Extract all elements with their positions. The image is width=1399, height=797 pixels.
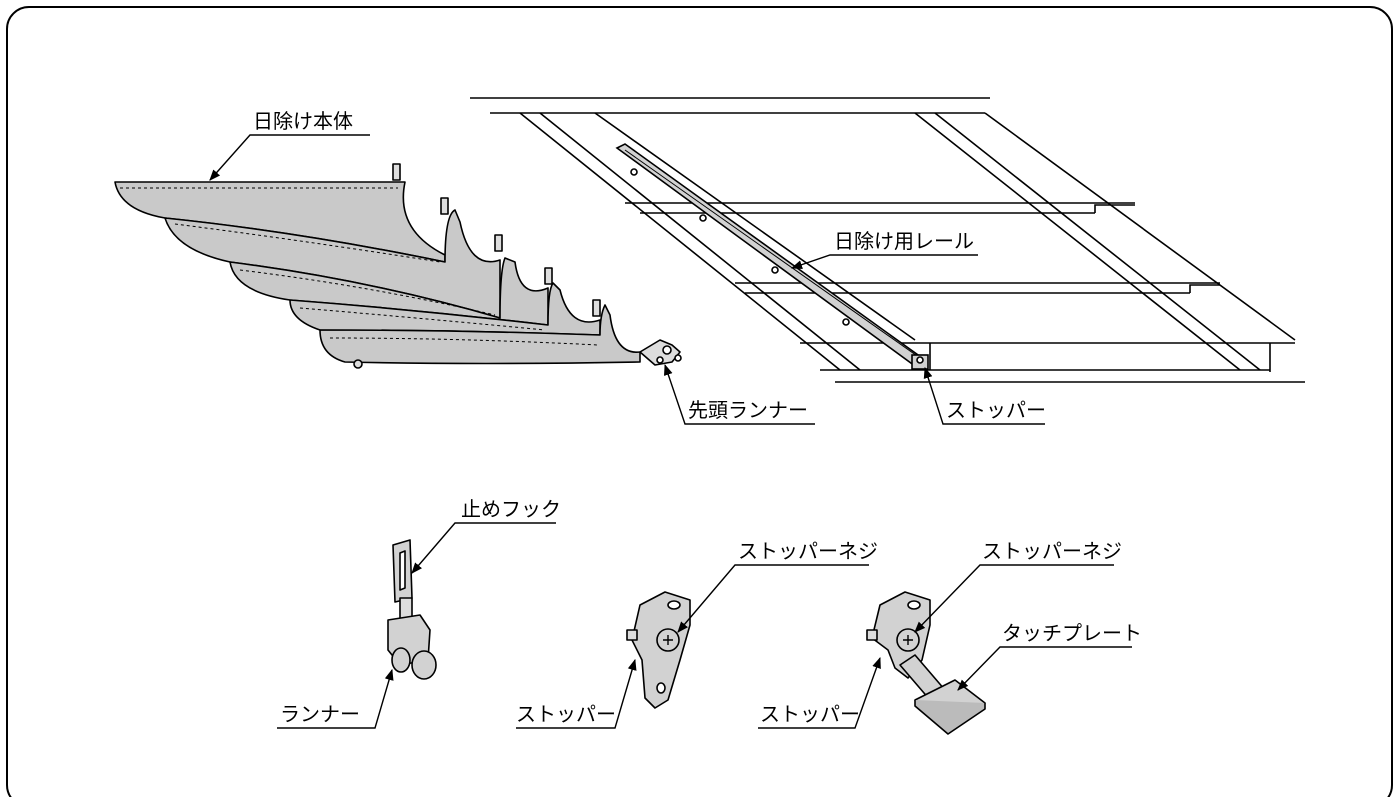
label-touch-plate: タッチプレート (1002, 621, 1142, 645)
diagram-border (6, 6, 1393, 797)
label-awning-body: 日除け本体 (253, 109, 353, 133)
label-stopper-screw-2: ストッパーネジ (982, 539, 1122, 563)
label-awning-rail: 日除け用レール (834, 229, 974, 253)
stopper-touchplate-illustration (866, 591, 986, 735)
stopper-screw-illustration (626, 591, 691, 709)
label-stopper-top: ストッパー (946, 398, 1046, 422)
label-lead-runner: 先頭ランナー (688, 398, 808, 422)
runner-hook-illustration (387, 539, 437, 680)
rail-structure-illustration (470, 97, 1305, 383)
awning-body-illustration (114, 163, 682, 369)
label-stopper-screw-1: ストッパーネジ (738, 539, 878, 563)
leader-lines (209, 134, 1132, 729)
label-stop-hook: 止めフック (461, 497, 561, 521)
label-stopper-1: ストッパー (516, 702, 616, 726)
label-stopper-2: ストッパー (760, 702, 860, 726)
label-runner: ランナー (280, 702, 360, 726)
